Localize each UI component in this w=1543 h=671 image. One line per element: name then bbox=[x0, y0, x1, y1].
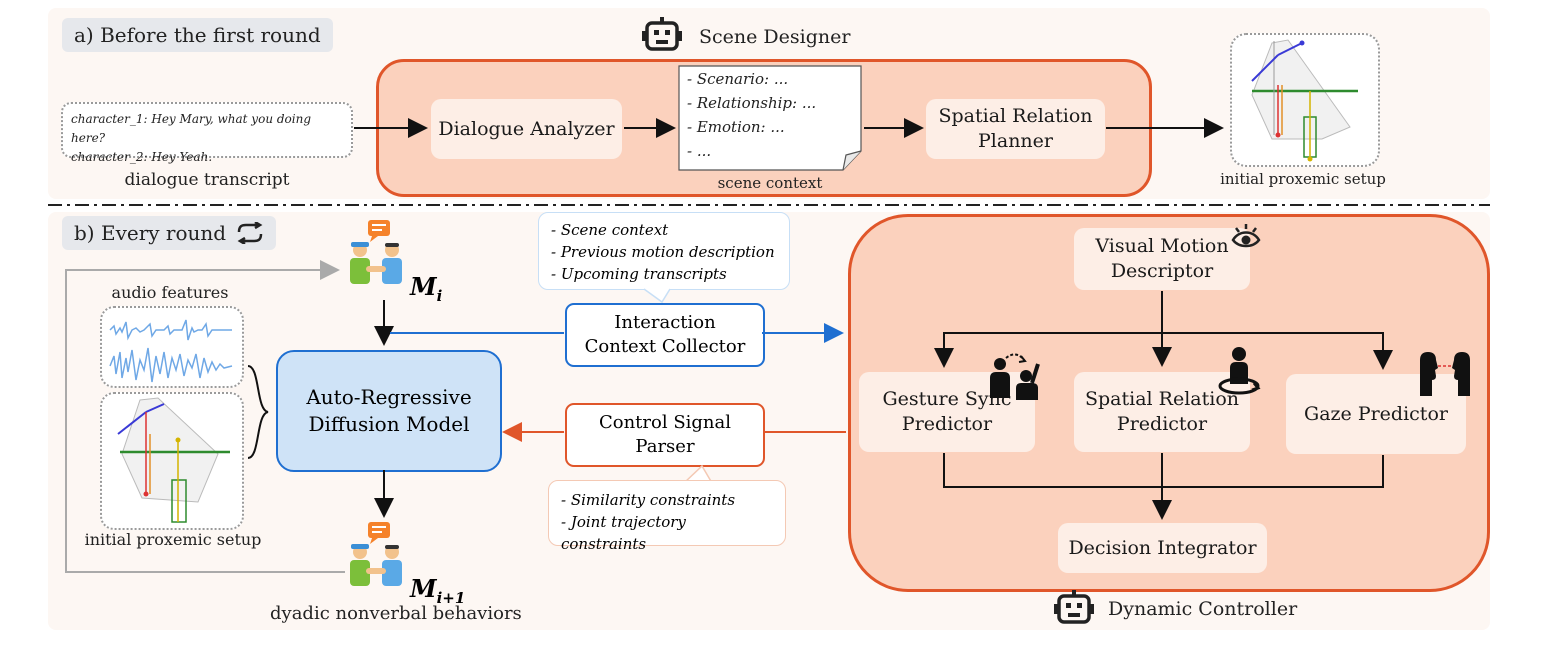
parser-line-1: Control Signal bbox=[598, 412, 732, 433]
eye-icon bbox=[1230, 222, 1262, 250]
descriptor-line-2: Descriptor bbox=[1110, 260, 1214, 282]
robot-icon bbox=[642, 17, 682, 55]
parser-line-2: Parser bbox=[635, 436, 695, 457]
collector-line-1: Interaction bbox=[614, 312, 716, 333]
scene-context-note: - Scenario: ... - Relationship: ... - Em… bbox=[678, 65, 862, 171]
audio-features-box bbox=[100, 306, 244, 388]
spatial-relation-planner-box: Spatial Relation Planner bbox=[926, 99, 1105, 159]
dialogue-analyzer-label: Dialogue Analyzer bbox=[438, 117, 615, 140]
person-rotate-icon bbox=[1216, 346, 1262, 396]
constraint-item-1: - Similarity constraints bbox=[561, 491, 736, 509]
constraints-bubble-tail bbox=[683, 464, 713, 484]
spatial-pred-line-1: Spatial Relation bbox=[1084, 388, 1239, 410]
panel-b-tag-label: b) Every round bbox=[74, 221, 227, 245]
gesture-line-2: Predictor bbox=[901, 413, 993, 435]
skeleton-pose-icon bbox=[117, 397, 230, 523]
audio-features-caption: audio features bbox=[111, 283, 229, 302]
note-paper-shape bbox=[678, 65, 862, 171]
face-to-face-icon bbox=[1418, 350, 1472, 396]
context-item-2: - Previous motion description bbox=[551, 243, 775, 261]
behaviors-caption: dyadic nonverbal behaviors bbox=[270, 603, 522, 624]
control-signal-parser: Control Signal Parser bbox=[565, 403, 765, 467]
robot-icon bbox=[1054, 590, 1094, 628]
skeleton-pose-icon bbox=[1251, 39, 1358, 162]
arm-line-1: Auto-Regressive bbox=[306, 385, 472, 409]
scene-context-item-3: - Emotion: ... bbox=[687, 118, 785, 136]
motion-label-next: Mi+1 bbox=[410, 574, 465, 607]
constraint-item-2: - Joint trajectory constraints bbox=[561, 513, 686, 553]
scene-designer-title: Scene Designer bbox=[699, 26, 851, 48]
decision-integrator: Decision Integrator bbox=[1058, 523, 1267, 573]
integrator-label: Decision Integrator bbox=[1068, 536, 1257, 559]
dialogue-analyzer-box: Dialogue Analyzer bbox=[431, 99, 622, 159]
dialogue-line-1: character_1: Hey Mary, what you doing he… bbox=[71, 112, 312, 145]
m-next-symbol: M bbox=[410, 574, 437, 603]
dialogue-transcript-box: character_1: Hey Mary, what you doing he… bbox=[61, 102, 353, 164]
spatial-pred-line-2: Predictor bbox=[1116, 413, 1208, 435]
proxemic-caption-top: initial proxemic setup bbox=[1220, 170, 1386, 188]
gaze-label: Gaze Predictor bbox=[1304, 402, 1448, 425]
m-i-symbol: M bbox=[410, 272, 437, 301]
interaction-context-collector: Interaction Context Collector bbox=[565, 303, 765, 367]
scene-context-item-4: - ... bbox=[687, 142, 712, 160]
gesture-line-1: Gesture Sync bbox=[882, 388, 1012, 410]
proxemic-setup-thumbnail-bottom bbox=[100, 392, 244, 530]
panel-a-tag: a) Before the first round bbox=[62, 18, 333, 52]
auto-regressive-diffusion-model: Auto-Regressive Diffusion Model bbox=[276, 350, 502, 472]
gaze-predictor: Gaze Predictor bbox=[1286, 374, 1466, 454]
m-i-subscript: i bbox=[436, 286, 443, 305]
motion-label-i: Mi bbox=[410, 272, 442, 305]
dynamic-controller-title: Dynamic Controller bbox=[1108, 598, 1298, 620]
dyadic-characters-icon-top bbox=[346, 220, 406, 290]
collector-line-2: Context Collector bbox=[584, 336, 746, 357]
descriptor-line-1: Visual Motion bbox=[1095, 235, 1229, 257]
dyadic-characters-icon-bottom bbox=[346, 522, 406, 592]
proxemic-caption-bottom: initial proxemic setup bbox=[84, 530, 262, 549]
scene-context-caption: scene context bbox=[717, 174, 823, 192]
panel-b-tag: b) Every round bbox=[62, 216, 277, 250]
context-item-1: - Scene context bbox=[551, 221, 669, 239]
constraints-bubble: - Similarity constraints - Joint traject… bbox=[548, 480, 786, 553]
merge-brace bbox=[247, 365, 269, 459]
spatial-planner-line-2: Planner bbox=[978, 130, 1053, 152]
context-bubble-tail bbox=[643, 288, 671, 304]
m-next-subscript: i+1 bbox=[436, 588, 466, 607]
visual-motion-descriptor: Visual Motion Descriptor bbox=[1074, 228, 1250, 290]
dialogue-transcript-caption: dialogue transcript bbox=[124, 170, 290, 190]
arm-line-2: Diffusion Model bbox=[308, 412, 470, 436]
scene-context-item-1: - Scenario: ... bbox=[687, 70, 789, 88]
proxemic-setup-thumbnail-top bbox=[1230, 33, 1380, 167]
spatial-planner-line-1: Spatial Relation bbox=[938, 105, 1093, 127]
scene-context-item-2: - Relationship: ... bbox=[687, 94, 817, 112]
dialogue-line-2: character_2: Hey Yeah. bbox=[71, 150, 213, 164]
section-divider bbox=[48, 204, 1490, 206]
context-item-3: - Upcoming transcripts bbox=[551, 265, 727, 283]
loop-icon bbox=[237, 222, 263, 244]
gesture-sync-icon bbox=[988, 350, 1040, 400]
waveform-icon bbox=[109, 319, 233, 383]
